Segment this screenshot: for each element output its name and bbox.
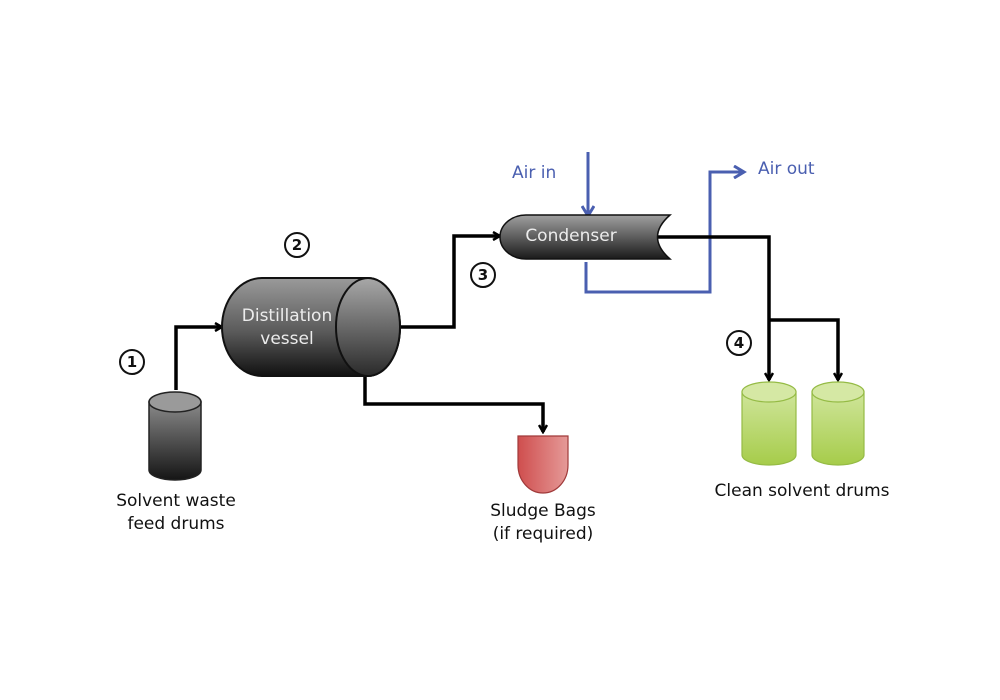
feed-to-vessel-line [174, 327, 222, 390]
step-4-badge: 4 [726, 330, 752, 356]
distillation-vessel-label: Distillation vessel [232, 305, 342, 351]
feed-drums-label: Solvent waste feed drums [106, 490, 246, 536]
condenser-label: Condenser [525, 226, 617, 246]
step-1-badge: 1 [119, 349, 145, 375]
sludge-bags-label-line2: (if required) [492, 524, 594, 544]
vessel-to-condenser-line [398, 236, 500, 329]
air-out-label: Air out [758, 159, 815, 179]
distillation-vessel-label-line1: Distillation [241, 306, 333, 326]
condenser [499, 214, 672, 260]
feed-drums-label-line1: Solvent waste [116, 491, 236, 511]
clean-drum-2 [811, 381, 865, 466]
clean-drum-1 [741, 381, 797, 466]
condenser-to-drum2-line [769, 318, 838, 380]
air-in-label: Air in [512, 163, 557, 183]
feed-drums-label-line2: feed drums [127, 514, 225, 534]
distillation-vessel [221, 277, 401, 377]
distillation-vessel-label-line2: vessel [260, 329, 314, 349]
condenser-to-drum1-line [642, 235, 769, 380]
vessel-to-sludge-line [363, 375, 543, 432]
sludge-bags-label-line1: Sludge Bags [490, 501, 596, 521]
sludge-bags-label: Sludge Bags (if required) [478, 500, 608, 546]
step-3-badge: 3 [470, 262, 496, 288]
step-2-badge: 2 [284, 232, 310, 258]
air-out-line [584, 172, 744, 294]
sludge-bag [517, 435, 569, 494]
clean-drums-label: Clean solvent drums [714, 481, 890, 501]
feed-drum [148, 391, 202, 481]
